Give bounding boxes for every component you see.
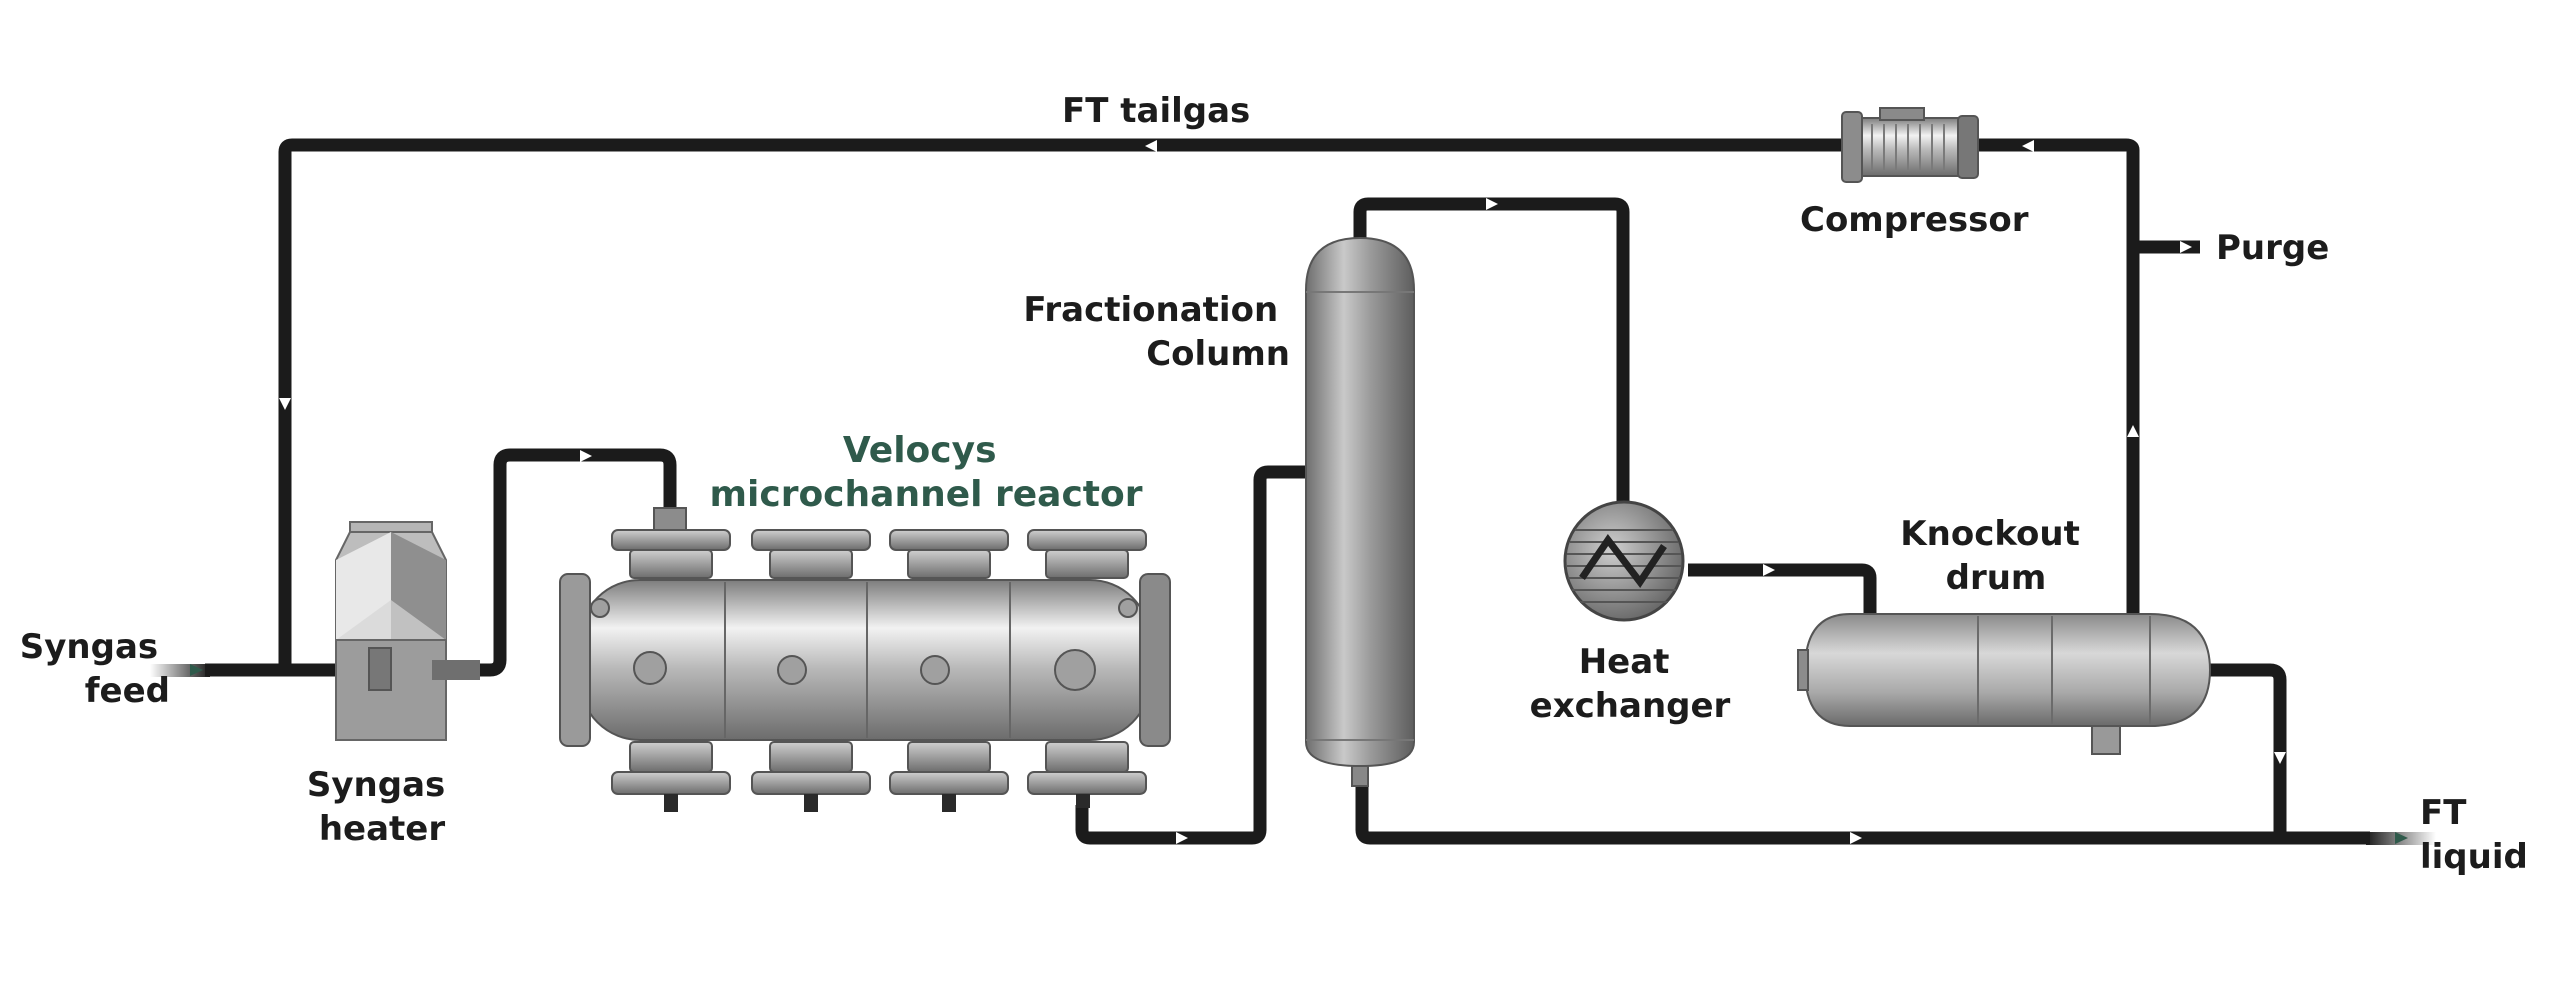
heater-to-reactor-pipe — [478, 448, 677, 677]
heat-exchanger-icon — [1563, 500, 1685, 622]
label-ft-tailgas: FT tailgas — [1062, 91, 1250, 131]
label-reactor: Velocys microchannel reactor — [710, 430, 1143, 515]
tailgas-recycle-pipe — [278, 138, 2140, 670]
column-bottoms-pipe — [1355, 785, 2370, 845]
reactor-vessel-icon — [559, 507, 1171, 812]
label-compressor: Compressor — [1800, 200, 2029, 240]
flow-arrow — [580, 450, 592, 462]
flow-arrow — [1763, 564, 1775, 576]
drum-liquid-pipe — [2208, 663, 2287, 838]
flow-arrow — [1145, 140, 1157, 152]
hx-to-drum-pipe — [1688, 563, 1877, 615]
flow-arrow — [2274, 752, 2286, 764]
label-syngas-feed: Syngas feed — [20, 627, 170, 711]
label-fractionation-column: Fractionation Column — [1023, 290, 1290, 374]
flow-arrow — [1486, 198, 1498, 210]
flow-arrow — [1176, 832, 1188, 844]
outlet-arrow — [2395, 832, 2408, 844]
inlet-arrow — [190, 664, 203, 676]
flow-arrow — [279, 398, 291, 410]
knockout-drum-icon — [1797, 613, 2212, 755]
heater-icon — [335, 521, 480, 741]
flow-arrows — [190, 140, 2408, 844]
compressor-icon — [1841, 107, 1979, 183]
label-ft-liquid: FT liquid — [2420, 793, 2528, 877]
flow-arrow — [2022, 140, 2034, 152]
flow-arrow — [2127, 425, 2139, 437]
reactor-to-column-pipe — [1075, 465, 1312, 845]
label-heat-exchanger: Heat exchanger — [1530, 642, 1731, 726]
pipe-network — [150, 138, 2436, 845]
label-purge: Purge — [2216, 228, 2329, 268]
label-syngas-heater: Syngas heater — [307, 765, 457, 849]
flow-arrow — [2180, 241, 2192, 253]
fractionation-column-icon — [1305, 236, 1415, 787]
flow-arrow — [1850, 832, 1862, 844]
label-knockout-drum: Knockout drum — [1900, 514, 2091, 598]
